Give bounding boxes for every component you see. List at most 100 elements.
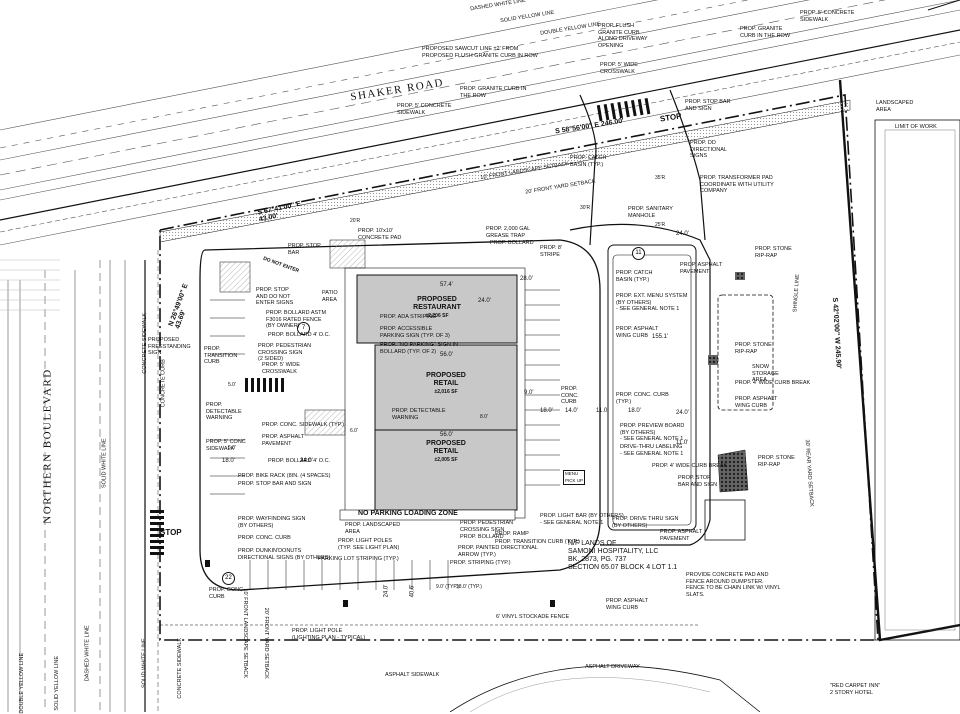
- label-no-parking-sign: PROP. "NO PARKING" SIGN IN BOLLARD (TYP.…: [380, 342, 458, 355]
- label-asphalt-wing-curb-3: PROP. ASPHALT WING CURB: [735, 396, 778, 409]
- restaurant-building: [356, 274, 518, 344]
- label-light-bar: PROP. LIGHT BAR (BY OTHERS) - SEE GENERA…: [540, 513, 624, 526]
- label-sidewalk-mid: PROP. 5' CONCRETE SIDEWALK: [397, 103, 452, 116]
- retail-building-1: [374, 344, 518, 431]
- label-stop-bar-2: PROP. STOP BAR: [288, 243, 321, 256]
- menu-pickup-text: MENU PICK UP: [563, 470, 586, 485]
- shaker-road-lines: [0, 0, 960, 246]
- owner-block: N/F LANDS OF SAMONI HOSPITALITY, LLC BK.…: [568, 540, 678, 571]
- label-stone-riprap-1: PROP. STONE RIP-RAP: [755, 246, 792, 259]
- label-stop-bar-top: PROP. STOP BAR AND SIGN: [685, 99, 731, 112]
- label-concrete-sidewalk-2: CONCRETE SIDEWALK: [177, 637, 184, 699]
- label-concrete-sidewalk-left: CONCRETE SIDEWALK: [142, 312, 149, 374]
- retail-2-label: PROPOSED RETAIL±2,005 SF: [426, 440, 466, 463]
- label-ext-menu: PROP. EXT. MENU SYSTEM (BY OTHERS) - SEE…: [616, 293, 688, 312]
- label-catch-basin-2: PROP. CATCH BASIN (TYP.): [616, 270, 653, 283]
- circle-marker-7: 7: [297, 322, 310, 335]
- label-solid-white-left-2: SOLID WHITE LINE: [141, 638, 148, 689]
- label-conc-curb-2: PROP. CONC. CURB: [209, 587, 245, 600]
- label-sawcut: PROPOSED SAWCUT LINE ±2' FROM PROPOSED F…: [422, 46, 538, 59]
- label-bollard-2: PROP. BOLLARD: [460, 534, 504, 540]
- label-drive-thru-sign: PROP. DRIVE THRU SIGN (BY OTHERS): [612, 516, 679, 529]
- label-front-yard-west: 20' FRONT YARD SETBACK: [262, 607, 269, 679]
- label-bollard-fence: PROP. BOLLARD ASTM F3016 RATED FENCE (BY…: [266, 310, 327, 329]
- label-crosswalk-5: PROP. 5' WIDE CROSSWALK: [262, 362, 300, 375]
- dim-label: 24.0': [478, 298, 491, 304]
- dim-label: 9.0': [524, 390, 534, 396]
- label-asphalt-driveway: ASPHALT DRIVEWAY: [585, 664, 640, 670]
- label-dumpster-note: PROVIDE CONCRETE PAD AND FENCE AROUND DU…: [686, 572, 781, 598]
- stop-marking-2: STOP: [160, 528, 182, 537]
- label-conc-sidewalk-5: PROP. 5' CONC SIDEWALK: [206, 439, 246, 452]
- dim-label: 35'R: [655, 175, 666, 181]
- dim-label: 25'R: [655, 222, 666, 228]
- retail-building-2: [374, 429, 518, 511]
- label-catch-basin-1: PROP. CATCH BASIN (TYP.): [570, 155, 607, 168]
- label-stripe-8: PROP. 8' STRIPE: [540, 245, 563, 258]
- circle-marker-22: 22: [222, 572, 235, 585]
- label-sidewalk-top: PROP. 5' CONCRETE SIDEWALK: [800, 10, 855, 23]
- label-ped-crossing-sign: PROP. PEDESTRIAN CROSSING SIGN (2 SIDED): [258, 343, 312, 362]
- label-asphalt-3: PROP. ASPHALT PAVEMENT: [680, 262, 723, 275]
- label-accessible-sign: PROP. ACCESSIBLE PARKING SIGN (TYP. OF 3…: [380, 326, 450, 339]
- retail-1-label: PROPOSED RETAIL±2,016 SF: [426, 372, 466, 395]
- label-transition-curb: PROP. TRANSITION CURB: [204, 346, 238, 365]
- label-conc-sidewalk-typ: PROP. CONC. SIDEWALK (TYP.): [262, 422, 345, 428]
- label-stop-bar-sign-1: PROP. STOP BAR AND SIGN: [238, 481, 312, 487]
- label-stop-bar-sign-2: PROP. STOP BAR AND SIGN: [678, 475, 718, 488]
- label-do-not-enter-signs: PROP. STOP AND DO NOT ENTER SIGNS: [256, 287, 294, 306]
- label-bollard-4oc-2: PROP. BOLLARD 4' O.C.: [268, 458, 331, 464]
- dim-label: 24.0': [300, 458, 313, 464]
- label-drive-thru-labeling: DRIVE-THRU LABELING - SEE GENERAL NOTE 1: [620, 444, 684, 457]
- label-bike-rack: PROP. BIKE RACK (8IN. (4 SPACES): [238, 473, 331, 479]
- label-patio: PATIO AREA: [322, 290, 338, 303]
- label-ada-striping: PROP. ADA STRIPING: [380, 314, 437, 320]
- label-grease-trap: PROP. 2,000 GAL GREASE TRAP: [486, 226, 531, 239]
- label-asphalt-wing-curb-1: PROP. ASPHALT WING CURB: [606, 598, 649, 611]
- dim-label: 11.0': [676, 440, 689, 446]
- label-detectable-warning-1: PROP. DETECTABLE WARNING: [206, 402, 242, 421]
- label-asphalt-1: PROP. ASPHALT PAVEMENT: [262, 434, 305, 447]
- label-asphalt-sidewalk: ASPHALT SIDEWALK: [385, 672, 440, 678]
- label-stone-riprap-2: PROP. STONE RIP-RAP: [735, 342, 772, 355]
- label-hotel: "RED CARPET INN" 2 STORY HOTEL: [830, 683, 881, 696]
- label-landscaped-2: LANDSCAPED AREA: [876, 100, 914, 113]
- label-stone-riprap-3: PROP. STONE RIP-RAP: [758, 455, 795, 468]
- label-dd-signs: PROP. DD DIRECTIONAL SIGNS: [690, 140, 727, 159]
- dim-label: 14.0': [565, 408, 578, 414]
- label-wayfinding: PROP. WAYFINDING SIGN (BY OTHERS): [238, 516, 306, 529]
- dim-label: 56.0': [440, 432, 453, 438]
- label-parking-striping: PARKING LOT STRIPING (TYP.): [318, 556, 399, 562]
- label-dunkin-signs: PROP. DUNKIN'DONUTS DIRECTIONAL SIGNS (B…: [238, 548, 331, 561]
- label-striping-typ: PROP. STRIPING (TYP.): [450, 560, 511, 566]
- label-bollard-4oc: PROP. BOLLARD 4' O.C.: [268, 332, 331, 338]
- label-light-poles: PROP. LIGHT POLES (TYP. SEE LIGHT PLAN): [338, 538, 400, 551]
- label-curb-break-1: PROP. 4' WIDE CURB BREAK: [735, 380, 811, 386]
- dim-label: 24.0': [383, 584, 390, 598]
- label-landscaped-1: PROP. LANDSCAPED AREA: [345, 522, 401, 535]
- label-asphalt-2: PROP. ASPHALT PAVEMENT: [660, 529, 703, 542]
- label-ramp: PROP. RAMP: [495, 531, 529, 537]
- dim-label: 30'R: [580, 205, 591, 211]
- label-freestanding-sign: PROPOSED FREESTANDING SIGN: [148, 337, 191, 356]
- label-flush-granite: PROP. FLUSH GRANITE CURB ALONG DRIVEWAY …: [598, 23, 648, 49]
- label-preview-board: PROP. PREVIEW BOARD (BY OTHERS) - SEE GE…: [620, 423, 685, 442]
- restaurant-label: PROPOSED RESTAURANT±2,206 SF: [413, 296, 461, 319]
- label-concrete-pad: PROP. 10'x10' CONCRETE PAD: [358, 228, 402, 241]
- label-conc-curb-typ: PROP. CONC. CURB (TYP.): [616, 392, 669, 405]
- label-dashed-white-left: DASHED WHITE LINE: [84, 625, 91, 682]
- dim-label: 28.0': [520, 276, 533, 282]
- label-conc-curb-3: PROP. CONC. CURB: [561, 386, 579, 405]
- label-sanitary: PROP. SANITARY MANHOLE: [628, 206, 673, 219]
- label-conc-curb-1: PROP. CONC. CURB: [238, 535, 291, 541]
- dim-label: 18.0': [628, 408, 641, 414]
- circle-marker-11: 11: [632, 247, 645, 260]
- label-granite-curb-row-2: PROP. GRANITE CURB IN THE ROW: [460, 86, 527, 99]
- dim-label: 18.0' (TYP.): [456, 584, 482, 590]
- label-bollard-1: PROP. BOLLARD: [490, 240, 534, 246]
- dim-label: 18.0': [222, 458, 235, 464]
- label-front-landscape-west: 10' FRONT LANDSCAPE SETBACK: [242, 588, 249, 679]
- label-concrete-curb-left: CONCRETE CURB: [160, 359, 167, 408]
- dim-label: 8.0': [480, 414, 488, 420]
